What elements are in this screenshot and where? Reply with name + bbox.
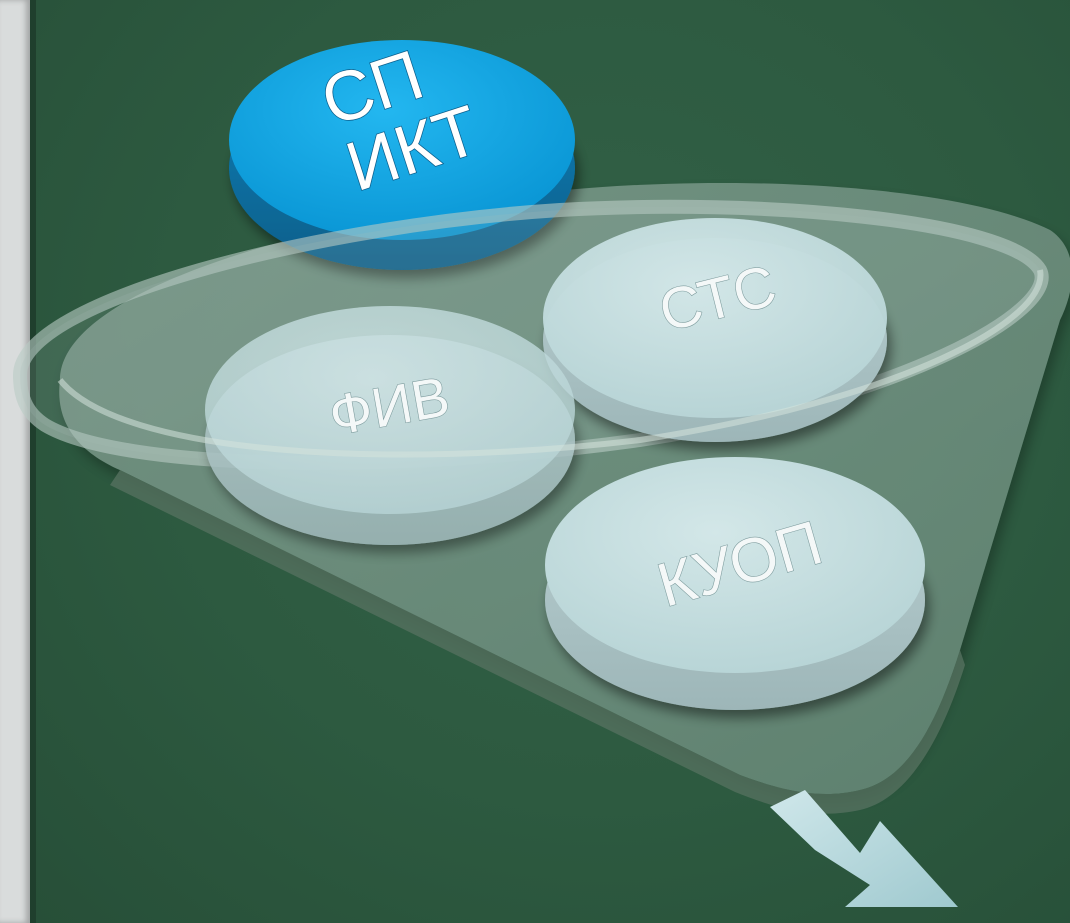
funnel-rim-front <box>57 269 1044 458</box>
chip-sp-ikt-top <box>229 40 575 240</box>
chip-sts-top <box>543 218 887 418</box>
chip-kuop-top <box>545 457 925 673</box>
arrow-down-right-icon <box>770 790 958 907</box>
chip-sts: СТС <box>543 218 887 442</box>
chip-kuop: КУОП <box>545 457 925 710</box>
output-arrow <box>770 790 958 907</box>
left-border-strip <box>0 0 36 923</box>
chip-fiv: ФИВ <box>205 306 575 545</box>
chip-sp-ikt: СП ИКТ <box>229 34 575 270</box>
chip-fiv-top <box>205 306 575 514</box>
